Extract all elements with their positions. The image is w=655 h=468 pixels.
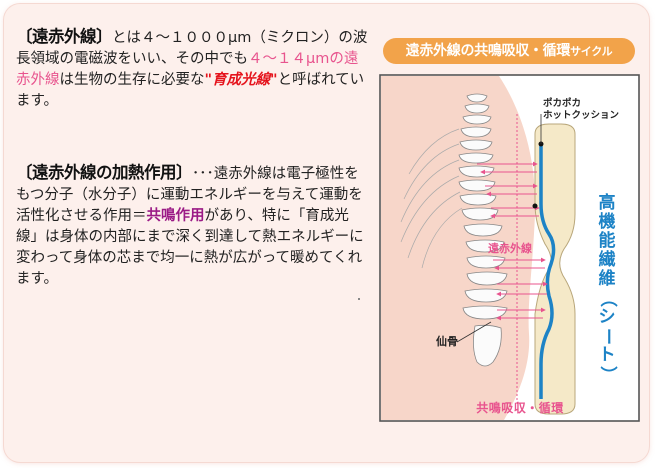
fiber-char-3: 繊 — [598, 250, 616, 270]
heating-text-b: があり、特に「育成光線」は身体の内部にまで深く到達して熱エネルギーに変わって身体… — [16, 208, 364, 287]
diagram-title-pill: 遠赤外線の共鳴吸収・循環サイクル — [383, 38, 635, 64]
heating-effect-description: 〔遠赤外線の加熱作用〕･･･遠赤外線は電子極性をもつ分子（水分子）に運動エネルギ… — [16, 162, 368, 290]
spine — [458, 93, 508, 367]
fiber-char-0: 高 — [598, 193, 616, 213]
growth-ray-emphasis: "育成光線" — [204, 72, 278, 88]
diagram-title-suffix: サイクル — [570, 45, 613, 58]
far-infrared-definition: 〔遠赤外線〕とは４～１０００μm（ミクロン）の波長領域の電磁波をいい、その中でも… — [16, 26, 368, 112]
sacrum-label: 仙骨 — [436, 335, 458, 348]
definition-text-b: は生物の生存に必要な — [59, 72, 205, 88]
resonance-arrows — [477, 161, 548, 321]
section-heading-far-infrared: 〔遠赤外線〕 — [16, 27, 113, 46]
far-infrared-label: 遠赤外線 — [488, 242, 532, 255]
stray-dot — [358, 298, 360, 300]
fiber-char-8: ト — [598, 345, 616, 365]
cushion-label-line1: ポカポカ — [543, 98, 582, 109]
diagram-title: 遠赤外線の共鳴吸収・循環 — [405, 43, 571, 59]
fiber-char-4: 維 — [598, 269, 616, 289]
fiber-char-2: 能 — [598, 231, 616, 251]
resonance-emphasis: 共鳴作用 — [146, 208, 205, 224]
ribs — [400, 128, 463, 269]
resonance-diagram — [379, 74, 640, 422]
high-function-fiber-label: 高 機 能 繊 維 （ シ ー ト ） — [596, 194, 618, 384]
fiber-char-1: 機 — [598, 212, 616, 232]
definition-text-a: とは４～１０００μm（ミクロン）の波長領域の電磁波をいい、その中でも — [16, 30, 368, 67]
fiber-char-9: ） — [597, 366, 618, 383]
fiber-char-5: （ — [597, 290, 618, 307]
fiber-char-6: シ — [598, 307, 616, 327]
heating-text-a: ･･･遠赤外線は電子極性をもつ分子（水分子）に運動エネルギーを与えて運動を活性化… — [16, 166, 363, 224]
cushion-dot-mid — [532, 203, 538, 209]
fiber-line — [539, 144, 556, 399]
cushion-label-line2: ホットクッション — [543, 110, 620, 121]
definition-text-c: と呼ばれています。 — [16, 72, 365, 109]
section-heading-heating-effect: 〔遠赤外線の加熱作用〕 — [16, 163, 193, 182]
resonance-cycle-bottom-label: 共鳴吸収・循環 — [476, 401, 564, 415]
fiber-char-7: ー — [597, 328, 618, 345]
wavelength-highlight: ４～１４μmの遠赤外線 — [16, 51, 359, 88]
sacrum-leader — [456, 321, 492, 343]
